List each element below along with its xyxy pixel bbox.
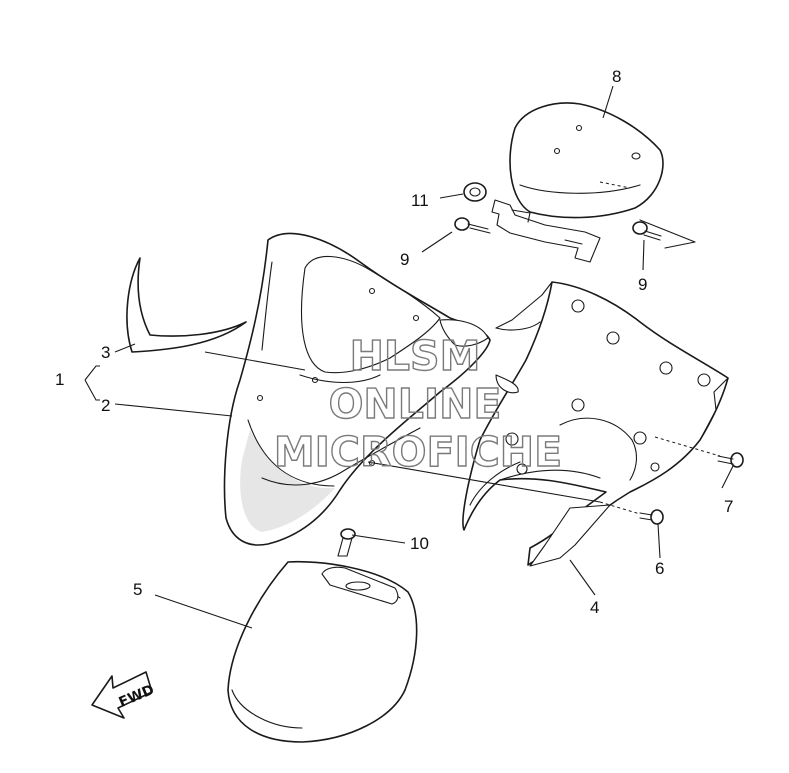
callout-10: 10: [410, 534, 429, 553]
callout-8: 8: [612, 67, 621, 86]
watermark-line-1: HLSM: [350, 332, 481, 380]
watermark-line-3: MICROFICHE: [274, 428, 562, 476]
part-8-top-cover: [491, 102, 696, 263]
callout-labels: 8 11 9 9 1 3 2 7 10 6 5 4: [55, 67, 733, 617]
callout-9-left: 9: [400, 250, 409, 269]
part-7-screw: [717, 452, 744, 468]
watermark-line-2: ONLINE: [329, 380, 502, 428]
fwd-direction-arrow: FWD: [91, 671, 157, 719]
part-3-trim-strip: [126, 257, 247, 353]
callout-9-right: 9: [638, 275, 647, 294]
part-4-inner-panel: [462, 281, 729, 567]
watermark: HLSM ONLINE MICROFICHE: [273, 331, 563, 476]
part-11-grommet: [463, 182, 487, 202]
callout-6: 6: [655, 559, 664, 578]
callout-1: 1: [55, 370, 64, 389]
callout-3: 3: [101, 343, 110, 362]
part-9-screw-right: [632, 221, 662, 241]
callout-4: 4: [590, 598, 599, 617]
part-6-screw: [639, 509, 664, 525]
part-10-bolt: [337, 528, 356, 557]
part-9-screw-left: [454, 217, 491, 234]
part-2-front-cover: [223, 232, 491, 546]
callout-7: 7: [724, 497, 733, 516]
part-5-lower-cover: [227, 560, 418, 743]
leader-lines: [84, 85, 734, 629]
callout-11: 11: [411, 191, 429, 210]
callout-5: 5: [133, 580, 142, 599]
callout-2: 2: [101, 396, 110, 415]
